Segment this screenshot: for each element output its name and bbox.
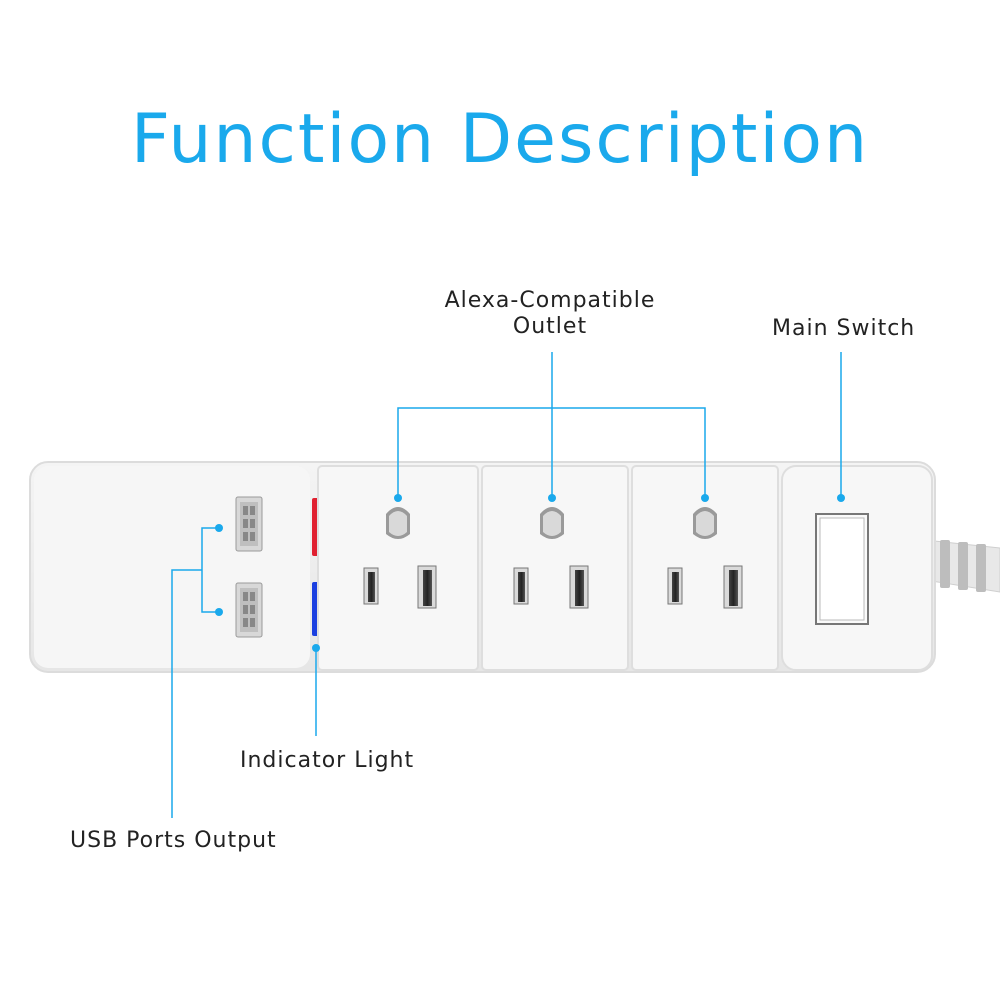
usb-port-bottom [235,582,263,638]
outlet-2 [481,465,629,671]
power-cord [924,539,1000,593]
outlet-label-line2: Outlet [512,314,588,339]
callout-dots [215,494,845,652]
usb-ports-label: USB Ports Output [70,828,277,853]
main-switch [781,465,933,671]
outlet-label: Alexa-Compatible Outlet [420,288,680,340]
page-title: Function Description [130,100,870,179]
indicator-light-label: Indicator Light [240,748,415,773]
main-switch-label: Main Switch [772,316,916,341]
usb-port-top [235,496,263,552]
outlet-1 [317,465,479,671]
callout-lines [171,352,842,818]
outlet-label-line1: Alexa-Compatible [444,288,656,313]
